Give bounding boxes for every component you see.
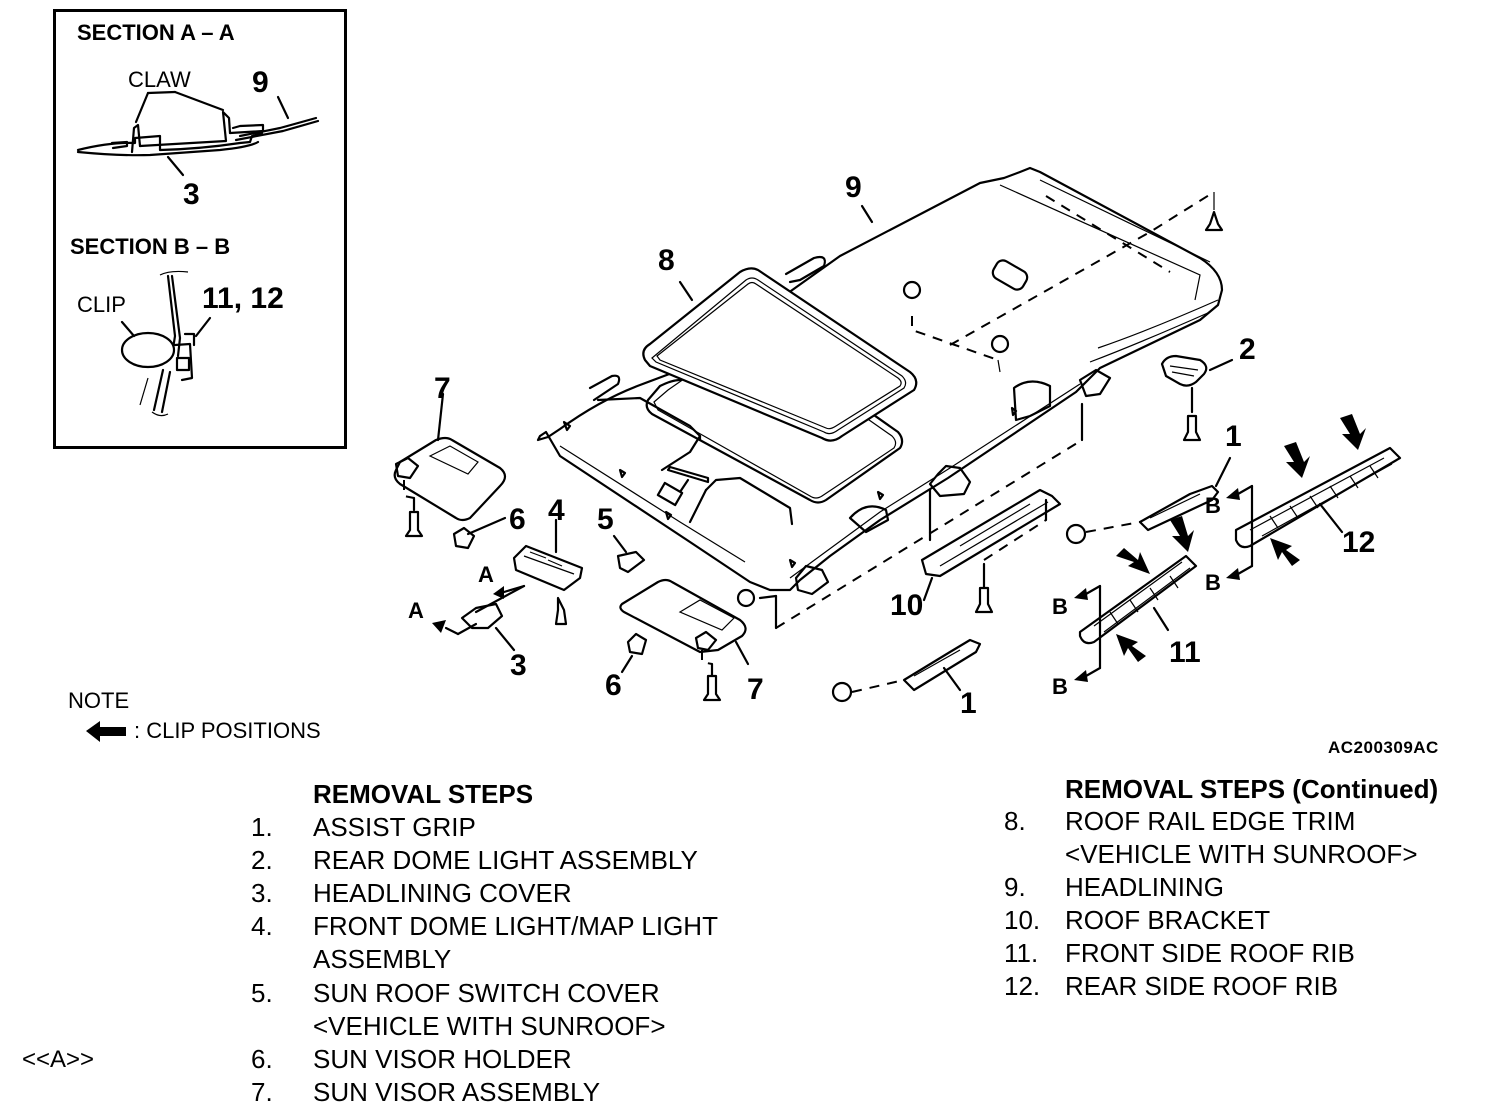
trim-clip xyxy=(736,588,756,608)
section-a-drawing xyxy=(76,90,320,177)
callout-1-upper: 1 xyxy=(1225,420,1242,453)
step-text: SUN VISOR ASSEMBLY xyxy=(313,1077,601,1107)
section-a-part-3-label: 3 xyxy=(183,178,200,211)
section-mark-a-upper: A xyxy=(478,562,494,587)
callout-6-lower: 6 xyxy=(605,669,622,702)
step-number: 1. xyxy=(251,812,273,842)
step-text: ROOF RAIL EDGE TRIM xyxy=(1065,806,1356,836)
sun-visor-holder-left xyxy=(452,516,507,550)
callout-6-upper: 6 xyxy=(509,503,526,536)
section-a-title: SECTION A – A xyxy=(77,20,235,45)
step-text: FRONT SIDE ROOF RIB xyxy=(1065,938,1355,968)
step-number: 3. xyxy=(251,878,273,908)
front-dome-light-part-4 xyxy=(512,518,584,626)
section-mark-b-front-upper: B xyxy=(1052,594,1068,619)
step-number: 11. xyxy=(1004,938,1039,968)
removal-steps-heading: REMOVAL STEPS xyxy=(313,779,534,809)
step-number: 2. xyxy=(251,845,273,875)
step-number: 10. xyxy=(1004,905,1041,935)
leader-9 xyxy=(860,204,874,224)
section-b-parts-label: 11, 12 xyxy=(202,282,284,315)
section-mark-a-lower: A xyxy=(408,598,424,623)
step-number: 4. xyxy=(251,911,273,941)
section-views-inset xyxy=(53,9,347,449)
sun-visor-left xyxy=(393,392,507,538)
callout-7-upper: 7 xyxy=(434,372,451,405)
step-text: <VEHICLE WITH SUNROOF> xyxy=(1065,839,1418,869)
callout-5: 5 xyxy=(597,503,614,536)
sun-visor-right xyxy=(619,578,750,702)
sunroof-switch-cover-part-5 xyxy=(612,534,646,574)
clip-label: CLIP xyxy=(77,292,126,317)
claw-label: CLAW xyxy=(128,67,191,92)
step-number: 5. xyxy=(251,978,273,1008)
step-text: REAR DOME LIGHT ASSEMBLY xyxy=(313,845,698,875)
note-clip-positions-text: : CLIP POSITIONS xyxy=(134,718,321,743)
note-title: NOTE xyxy=(68,688,130,713)
roof-bracket-part-10 xyxy=(920,488,1062,614)
step-text: HEADLINING COVER xyxy=(313,878,572,908)
step-text: <VEHICLE WITH SUNROOF> xyxy=(313,1011,666,1041)
fastener-leader-lines xyxy=(758,191,1224,630)
assist-grip-lower xyxy=(831,638,982,703)
roof-rail-edge-trim-part-8 xyxy=(642,267,918,442)
section-a-part-9-label: 9 xyxy=(252,66,269,99)
callout-10: 10 xyxy=(890,589,924,622)
step-text: HEADLINING xyxy=(1065,872,1224,902)
sun-visor-holder-right xyxy=(620,632,648,674)
step-text: SUN ROOF SWITCH COVER xyxy=(313,978,660,1008)
headlining-part-9 xyxy=(536,166,1224,596)
rear-side-roof-rib-part-12 xyxy=(1226,414,1402,580)
step-number: 12. xyxy=(1004,971,1041,1001)
callout-2: 2 xyxy=(1239,333,1256,366)
callout-4: 4 xyxy=(548,494,565,527)
callout-3: 3 xyxy=(510,649,527,682)
section-b-drawing xyxy=(120,270,212,417)
step-text: ASSEMBLY xyxy=(313,944,452,974)
step-text: SUN VISOR HOLDER xyxy=(313,1044,572,1074)
section-mark-b-rear-lower: B xyxy=(1205,570,1221,595)
clip-position-arrow-icon xyxy=(86,721,126,742)
step-text: ROOF BRACKET xyxy=(1065,905,1271,935)
callout-11: 11 xyxy=(1169,636,1201,669)
step-number: 8. xyxy=(1004,806,1026,836)
step-number: 6. xyxy=(251,1044,273,1074)
section-mark-b-rear-upper: B xyxy=(1205,493,1221,518)
step-text: FRONT DOME LIGHT/MAP LIGHT xyxy=(313,911,718,941)
section-mark-b-front-lower: B xyxy=(1052,674,1068,699)
step-number: 9. xyxy=(1004,872,1026,902)
step-text: ASSIST GRIP xyxy=(313,812,476,842)
section-b-title: SECTION B – B xyxy=(70,234,231,259)
callout-9: 9 xyxy=(845,171,862,204)
assist-grip-upper xyxy=(1065,456,1232,545)
step-text: REAR SIDE ROOF RIB xyxy=(1065,971,1339,1001)
figure-id: AC200309AC xyxy=(1328,738,1439,757)
headlining-cover-part-3 xyxy=(432,584,526,652)
callout-1-lower: 1 xyxy=(960,687,977,720)
callout-8: 8 xyxy=(658,244,675,277)
leader-8 xyxy=(678,280,694,302)
front-side-roof-rib-part-11 xyxy=(1074,516,1198,682)
rear-dome-light-part-2 xyxy=(1160,354,1234,442)
step-number: 7. xyxy=(251,1077,273,1107)
reference-mark-a: <<A>> xyxy=(22,1046,95,1073)
callout-12: 12 xyxy=(1342,526,1376,559)
callout-7-lower: 7 xyxy=(747,673,764,706)
removal-steps-continued-heading: REMOVAL STEPS (Continued) xyxy=(1065,774,1439,804)
